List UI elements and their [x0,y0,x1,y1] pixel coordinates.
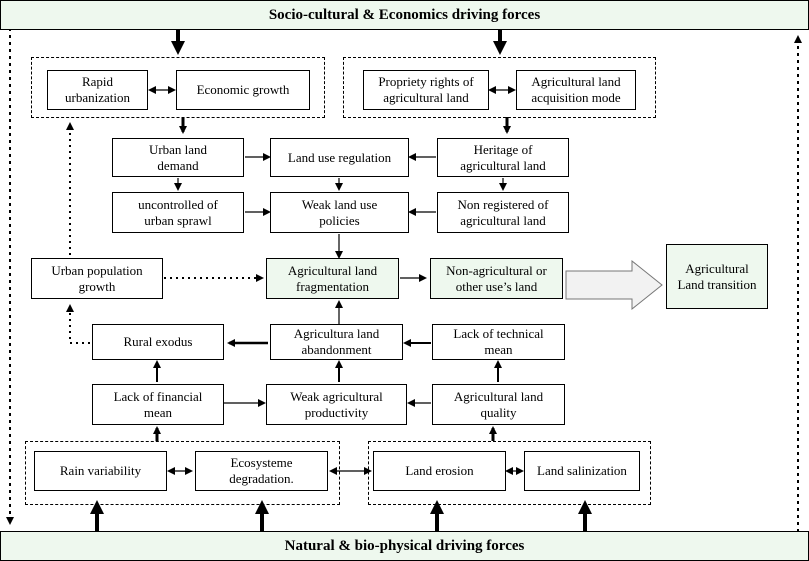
technical-mean-box: Lack of technical mean [432,324,565,360]
abandonment-box: Agricultura land abandonment [270,324,403,360]
exodus-to-population-dotted-arrow [66,304,90,344]
financial-mean-box: Lack of financial mean [92,384,224,425]
ecosysteme-box: Ecosysteme degradation. [195,451,328,491]
propriety-rights-box: Propriety rights of agricultural land [363,70,489,110]
weak-policies-box: Weak land use policies [270,192,409,233]
top-banner: Socio-cultural & Economics driving force… [0,0,809,30]
weak-productivity-box: Weak agricultural productivity [266,384,407,425]
land-use-regulation-box: Land use regulation [270,138,409,177]
heritage-box: Heritage of agricultural land [437,138,569,177]
acquisition-mode-box: Agricultural land acquisition mode [516,70,636,110]
soil-group [368,441,651,505]
transition-hollow-arrow [565,259,663,311]
economic-growth-box: Economic growth [176,70,310,110]
land-quality-box: Agricultural land quality [432,384,565,425]
bottom-banner: Natural & bio-physical driving forces [0,531,809,561]
land-transition-box: Agricultural Land transition [666,244,768,309]
urban-sprawl-box: uncontrolled of urban sprawl [112,192,244,233]
non-agricultural-box: Non-agricultural or other use’s land [430,258,563,299]
land-salinization-box: Land salinization [524,451,640,491]
fragmentation-box: Agricultural land fragmentation [266,258,399,299]
rain-variability-box: Rain variability [34,451,167,491]
land-rights-group [343,57,656,118]
non-registered-box: Non registered of agricultural land [437,192,569,233]
urban-land-demand-box: Urban land demand [112,138,244,177]
rural-exodus-box: Rural exodus [92,324,224,360]
land-erosion-box: Land erosion [373,451,506,491]
climate-group [25,441,340,505]
urban-population-box: Urban population growth [31,258,163,299]
rapid-urbanization-box: Rapid urbanization [47,70,148,110]
economic-group [31,57,325,118]
